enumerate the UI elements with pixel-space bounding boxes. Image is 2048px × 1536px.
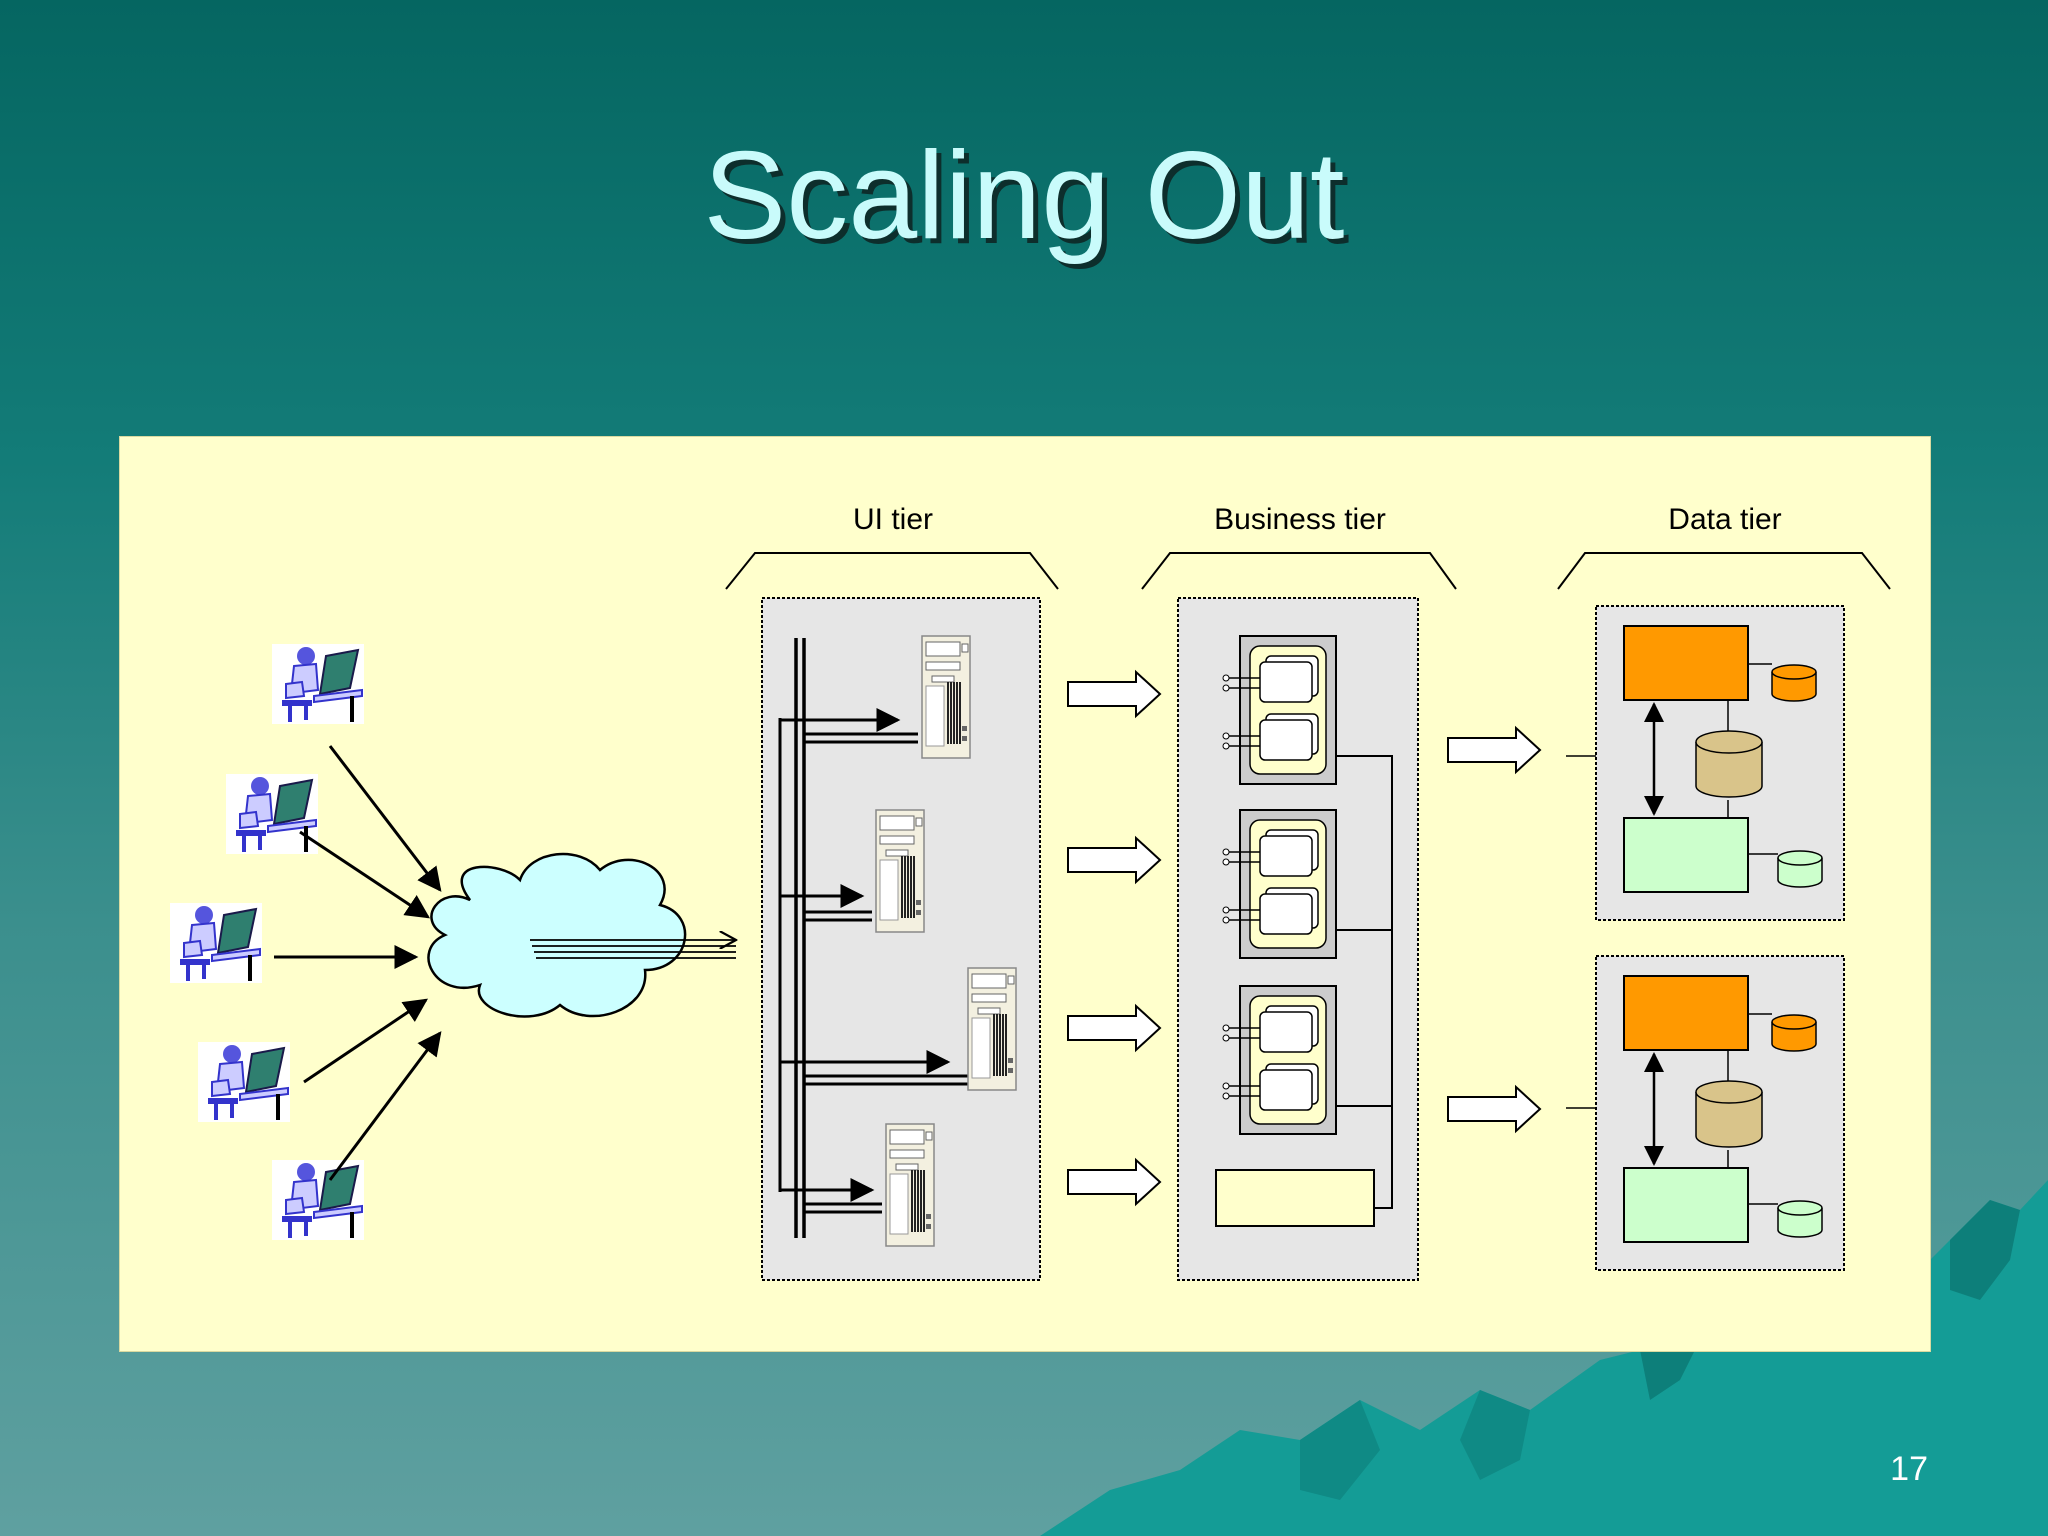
- business-service-box: [1215, 1169, 1375, 1227]
- business-tier-bracket: [1141, 552, 1457, 590]
- block-arrow-icon: [1447, 1086, 1541, 1132]
- server-tower-icon: [875, 809, 925, 933]
- block-arrow-icon: [1067, 671, 1161, 717]
- data-tier-label: Data tier: [1668, 503, 1781, 536]
- client-arrows: [274, 745, 442, 1181]
- slide-title: Scaling Out: [703, 127, 1345, 265]
- client-workstation-icon: [168, 901, 264, 985]
- ui-tier-label: UI tier: [853, 503, 933, 536]
- server-tower-icon: [885, 1123, 935, 1247]
- business-tier-label: Business tier: [1214, 503, 1386, 536]
- block-arrow-icon: [1067, 837, 1161, 883]
- component-stack-icon: [1222, 985, 1337, 1135]
- network-cloud: [427, 852, 687, 1018]
- slide-number: 17: [1890, 1450, 1928, 1488]
- block-arrow-icon: [1447, 727, 1541, 773]
- client-workstation-icon: [224, 772, 320, 856]
- server-tower-icon: [921, 635, 971, 759]
- ui-tier-bus: [778, 638, 806, 1238]
- client-workstation-icon: [196, 1040, 292, 1124]
- component-stack-icon: [1222, 635, 1337, 785]
- ui-server-links: [780, 708, 968, 1214]
- component-stack-icon: [1222, 809, 1337, 959]
- cloud-to-ui-arrows: [530, 940, 736, 959]
- data-cluster-group: [1596, 956, 1844, 1270]
- data-tier-bracket: [1557, 552, 1891, 590]
- client-workstation-icon: [270, 1158, 366, 1242]
- server-tower-icon: [967, 967, 1017, 1091]
- block-arrow-icon: [1067, 1005, 1161, 1051]
- client-workstation-icon: [270, 642, 366, 726]
- data-cluster-group: [1596, 606, 1844, 920]
- ui-tier-bracket: [725, 552, 1059, 590]
- block-arrow-icon: [1067, 1159, 1161, 1205]
- business-tier-links: [1336, 755, 1393, 1209]
